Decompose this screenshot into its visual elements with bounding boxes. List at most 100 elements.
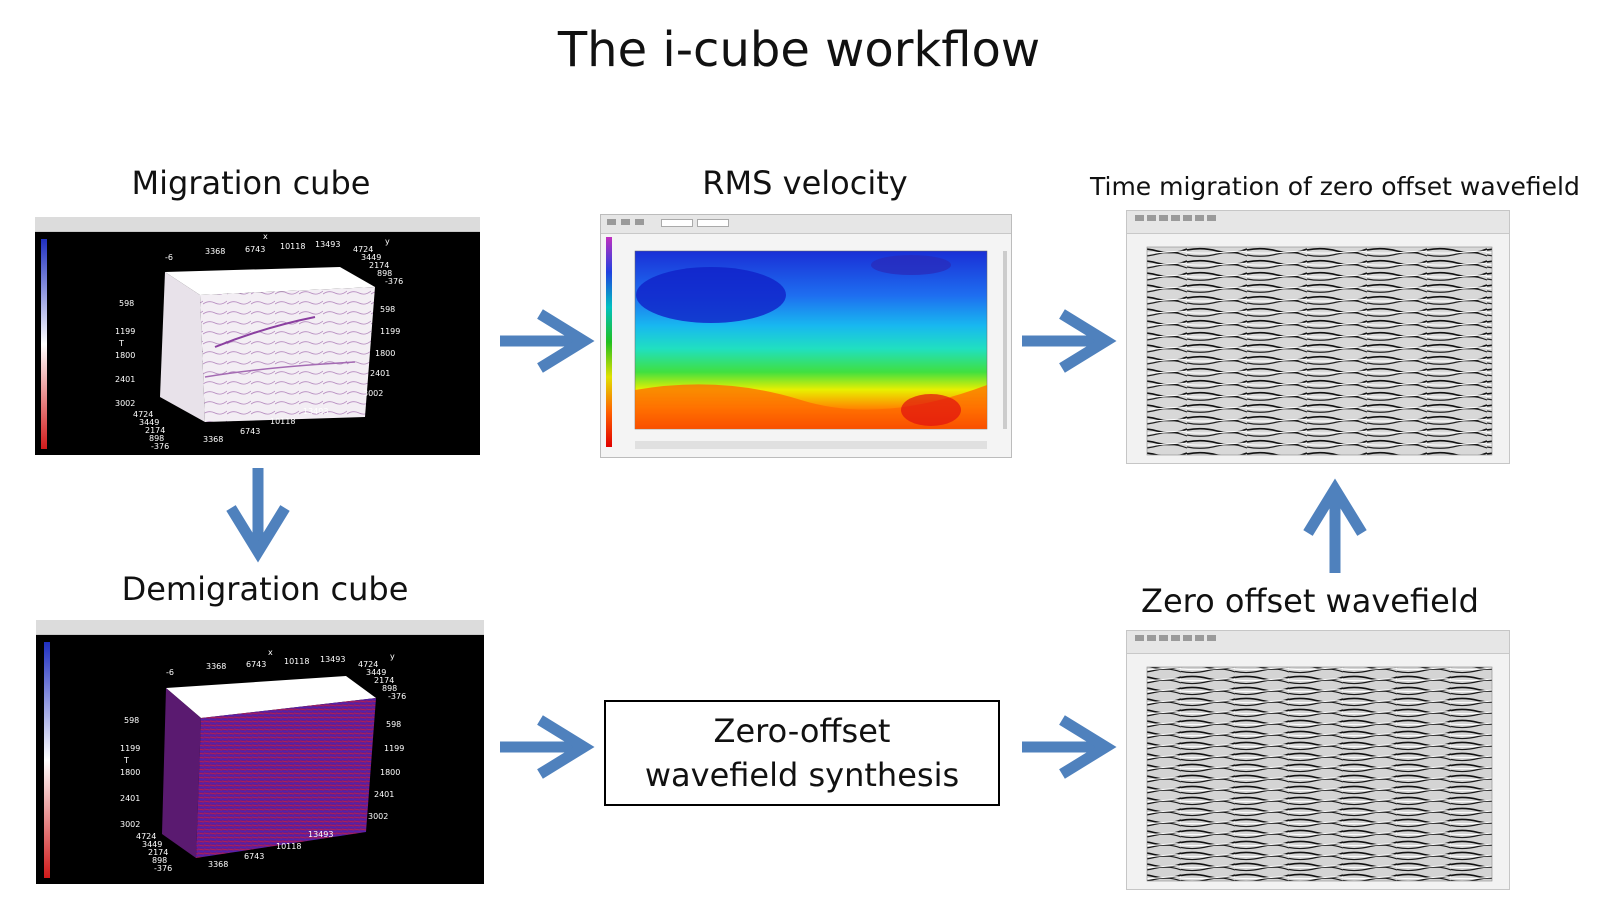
tick-label: 598	[380, 305, 396, 314]
tick-label: -376	[151, 442, 170, 451]
tick-label: 898	[377, 269, 393, 278]
tick-label: 10118	[280, 242, 306, 251]
tick-label: 3368	[203, 435, 224, 444]
tick-label: 2401	[120, 794, 141, 803]
rms-velocity-screenshot	[600, 214, 1012, 458]
rms-velocity-label: RMS velocity	[702, 164, 908, 202]
tick-label: 1199	[384, 744, 405, 753]
tick-label: 3449	[139, 418, 160, 427]
tick-label: 1199	[115, 327, 136, 336]
tick-label: 4724	[358, 660, 379, 669]
tick-label: 1800	[375, 349, 396, 358]
process-box-wavefield-synthesis: Zero-offset wavefield synthesis	[604, 700, 1000, 806]
axis-label-x: x	[263, 232, 268, 241]
tick-label: 6743	[245, 245, 266, 254]
tick-label: 898	[382, 684, 398, 693]
tick-label: 4724	[136, 832, 157, 841]
tick-label: 2401	[374, 790, 395, 799]
tick-label: 13493	[303, 407, 329, 416]
axis-label-y: y	[385, 237, 390, 246]
tick-label: 3002	[368, 812, 389, 821]
tick-label: 898	[149, 434, 165, 443]
tick-label: 13493	[308, 830, 334, 839]
tick-label: 3449	[142, 840, 163, 849]
zero-offset-wavefield-screenshot	[1126, 630, 1510, 890]
tick-label: -6	[166, 668, 174, 677]
tick-label: 3002	[120, 820, 141, 829]
tick-label: 10118	[276, 842, 302, 851]
time-migration-label: Time migration of zero offset wavefield	[1090, 172, 1580, 201]
viewer-toolbar	[35, 217, 480, 232]
amplitude-colorbar	[41, 239, 47, 449]
tick-label: 2174	[145, 426, 166, 435]
axis-label-t: T	[124, 756, 129, 765]
demigration-cube-screenshot: -6 3368 6743 10118 13493 x 4724 3449 217…	[36, 620, 484, 884]
tick-label: 2174	[374, 676, 395, 685]
migration-cube-screenshot: -6 3368 6743 10118 13493 x 4724 3449 217…	[35, 217, 480, 455]
tick-label: 1199	[120, 744, 141, 753]
tick-label: 3368	[208, 860, 229, 869]
tick-label: 10118	[284, 657, 310, 666]
tick-label: 3002	[363, 389, 384, 398]
tick-label: 1800	[115, 351, 136, 360]
tick-label: 2401	[115, 375, 136, 384]
arrow-up-icon	[1303, 478, 1367, 573]
tick-label: 2401	[370, 369, 391, 378]
arrow-right-icon	[1022, 309, 1117, 373]
tick-label: 1800	[120, 768, 141, 777]
tick-label: 1800	[380, 768, 401, 777]
tick-label: 3368	[206, 662, 227, 671]
tick-label: 1199	[380, 327, 401, 336]
migration-cube-3d	[160, 267, 375, 422]
demigration-cube-3d	[162, 676, 376, 858]
tick-label: -376	[385, 277, 404, 286]
amplitude-colorbar	[44, 642, 50, 878]
arrow-right-icon	[500, 309, 595, 373]
arrow-right-icon	[1022, 715, 1117, 779]
tick-label: 598	[119, 299, 135, 308]
reflector	[214, 316, 316, 348]
time-migration-screenshot	[1126, 210, 1510, 464]
tick-label: 3449	[361, 253, 382, 262]
arrow-right-icon	[500, 715, 595, 779]
tick-label: -376	[154, 864, 173, 873]
arrow-down-icon	[226, 468, 290, 563]
tick-label: 4724	[133, 410, 154, 419]
velocity-colorbar	[606, 237, 612, 447]
tick-label: 3449	[366, 668, 387, 677]
tick-label: 6743	[240, 427, 261, 436]
diagram-title: The i-cube workflow	[557, 22, 1041, 78]
tick-label: 598	[386, 720, 402, 729]
seismic-section	[1146, 666, 1493, 882]
reflector	[204, 361, 356, 378]
tick-label: 2174	[369, 261, 390, 270]
tick-label: 10118	[270, 417, 296, 426]
axis-label-x: x	[268, 648, 273, 657]
seismic-section	[1146, 246, 1493, 456]
velocity-field	[634, 250, 1007, 449]
tick-label: 598	[124, 716, 140, 725]
tick-label: 6743	[244, 852, 265, 861]
tick-label: -6	[165, 253, 173, 262]
tick-label: 6743	[246, 660, 267, 669]
viewer-toolbar	[1127, 211, 1509, 234]
process-box-line1: Zero-offset	[713, 712, 891, 750]
tick-label: 3002	[115, 399, 136, 408]
tick-label: 2174	[148, 848, 169, 857]
zero-offset-wavefield-label: Zero offset wavefield	[1141, 582, 1479, 620]
migration-cube-label: Migration cube	[131, 164, 371, 202]
tick-label: 3368	[205, 247, 226, 256]
tick-label: 898	[152, 856, 168, 865]
viewer-toolbar	[36, 620, 484, 635]
tick-label: 13493	[320, 655, 346, 664]
demigration-cube-label: Demigration cube	[121, 570, 409, 608]
viewer-toolbar	[1127, 631, 1509, 654]
tick-label: 13493	[315, 240, 341, 249]
tick-label: -376	[388, 692, 407, 701]
axis-label-t: T	[119, 339, 124, 348]
process-box-line2: wavefield synthesis	[644, 756, 960, 794]
tick-label: 4724	[353, 245, 374, 254]
axis-label-y: y	[390, 652, 395, 661]
viewer-toolbar	[601, 215, 1011, 234]
